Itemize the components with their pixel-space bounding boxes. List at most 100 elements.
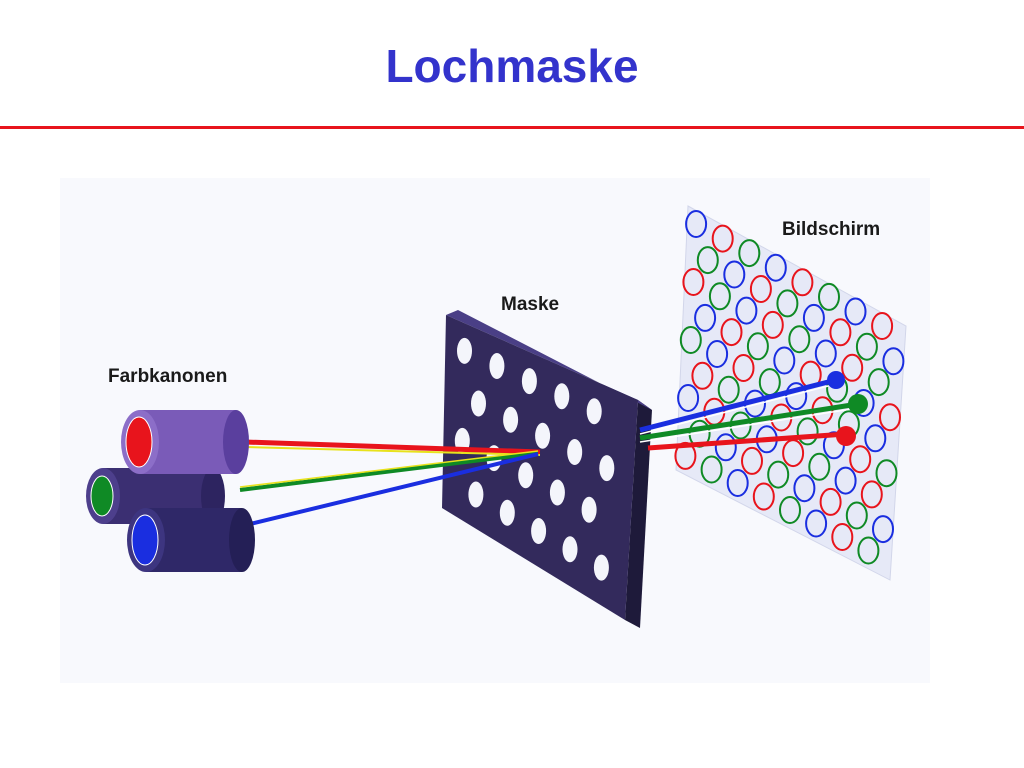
mask-hole bbox=[581, 496, 597, 523]
beam-green-out bbox=[639, 401, 859, 441]
phosphor-dot bbox=[849, 445, 872, 474]
electron-guns bbox=[86, 410, 255, 572]
gun-red-lens bbox=[125, 416, 153, 468]
beam-blue-in bbox=[249, 452, 539, 526]
mask-edge bbox=[625, 400, 652, 628]
beam-green-in bbox=[239, 451, 539, 492]
mask-hole bbox=[503, 406, 519, 433]
mask-hole bbox=[499, 499, 515, 526]
beam-red-out bbox=[647, 431, 847, 451]
title-divider bbox=[0, 126, 1024, 129]
phosphor-dot bbox=[691, 361, 714, 390]
phosphor-dot bbox=[882, 347, 905, 376]
phosphor-dot bbox=[735, 296, 758, 325]
label-farbkanonen: Farbkanonen bbox=[108, 366, 227, 387]
label-bildschirm: Bildschirm bbox=[782, 219, 880, 240]
phosphor-dot bbox=[808, 452, 831, 481]
beams bbox=[239, 371, 868, 526]
label-maske: Maske bbox=[501, 294, 559, 315]
mask-holes bbox=[454, 337, 615, 581]
phosphor-dot bbox=[726, 469, 749, 497]
gun-blue bbox=[127, 508, 255, 572]
mask-hole bbox=[535, 422, 551, 449]
phosphor-dot bbox=[761, 310, 784, 339]
mask-hole bbox=[599, 455, 615, 482]
phosphor-dot bbox=[685, 210, 708, 238]
mask-hole bbox=[554, 383, 570, 410]
mask-hole bbox=[593, 554, 609, 581]
phosphor-dot bbox=[752, 482, 775, 511]
phosphor-dot bbox=[694, 303, 717, 332]
phosphor-dot bbox=[706, 340, 729, 368]
phosphor-dot bbox=[814, 339, 837, 368]
phosphor-dot bbox=[841, 353, 864, 382]
phosphor-dot bbox=[714, 433, 737, 462]
phosphor-dot bbox=[723, 260, 746, 289]
phosphor-dot bbox=[749, 275, 772, 303]
phosphor-dot bbox=[802, 303, 825, 332]
mask-hole bbox=[518, 462, 534, 489]
phosphor-dot bbox=[696, 246, 719, 275]
mask-hole bbox=[567, 439, 583, 465]
mask-hole bbox=[457, 337, 472, 364]
phosphor-dot bbox=[746, 332, 769, 361]
beam-green-in-yellow bbox=[239, 450, 539, 488]
beam-red-in-yellow bbox=[244, 446, 541, 456]
mask-hole bbox=[521, 368, 537, 395]
phosphor-dot bbox=[860, 480, 883, 509]
phosphor-dot bbox=[819, 487, 842, 516]
beam-green-out-white bbox=[639, 407, 859, 443]
phosphor-dot bbox=[767, 460, 790, 489]
phosphor-dot bbox=[829, 318, 852, 347]
phosphor-dot bbox=[679, 326, 702, 354]
slide-title: Lochmaske bbox=[385, 40, 639, 92]
mask-hole bbox=[531, 518, 547, 544]
phosphor-dot bbox=[773, 346, 796, 375]
phosphor-dot bbox=[857, 536, 880, 565]
mask bbox=[442, 310, 652, 628]
gun-blue-lens bbox=[131, 514, 159, 566]
phosphor-dot bbox=[738, 239, 761, 268]
phosphor-dot bbox=[741, 446, 763, 475]
phosphor-dot bbox=[776, 289, 799, 318]
phosphor-dot bbox=[796, 417, 819, 446]
phosphor-dot bbox=[793, 474, 816, 503]
mask-top-edge bbox=[446, 310, 652, 410]
phosphor-dot bbox=[834, 466, 857, 495]
phosphor-dot bbox=[791, 268, 814, 297]
hit-blue bbox=[827, 371, 845, 389]
phosphor-dot bbox=[871, 312, 894, 340]
phosphor-dot bbox=[855, 332, 878, 361]
phosphor-dot bbox=[818, 282, 840, 311]
phosphor-dot bbox=[845, 501, 868, 530]
phosphor-dot bbox=[864, 424, 887, 453]
phosphor-dot bbox=[720, 318, 743, 347]
phosphor-dot bbox=[708, 282, 731, 311]
phosphor-dot bbox=[764, 253, 787, 282]
mask-hole bbox=[489, 353, 505, 379]
phosphor-dot bbox=[677, 384, 700, 412]
phosphor-dot bbox=[700, 455, 723, 484]
phosphor-dot bbox=[682, 268, 705, 296]
beam-blue-out bbox=[639, 377, 837, 433]
phosphor-dot bbox=[872, 515, 894, 544]
mask-hole bbox=[468, 481, 484, 508]
beam-red-in bbox=[244, 439, 541, 455]
phosphor-dot bbox=[732, 354, 755, 382]
gun-green-lens bbox=[90, 475, 114, 517]
beam-blue-out-white bbox=[639, 383, 837, 435]
phosphor-dot bbox=[711, 224, 734, 253]
mask-hole bbox=[562, 536, 578, 563]
phosphor-dot bbox=[788, 325, 811, 354]
phosphor-dot bbox=[779, 496, 801, 524]
hit-green bbox=[848, 394, 868, 414]
mask-hole bbox=[471, 390, 486, 417]
phosphor-dot bbox=[831, 523, 854, 551]
mask-hole bbox=[549, 479, 565, 506]
phosphor-dot bbox=[867, 368, 890, 397]
gun-red bbox=[121, 410, 249, 474]
phosphor-dot bbox=[875, 459, 898, 488]
hit-red bbox=[836, 426, 856, 446]
mask-hole bbox=[586, 398, 602, 425]
